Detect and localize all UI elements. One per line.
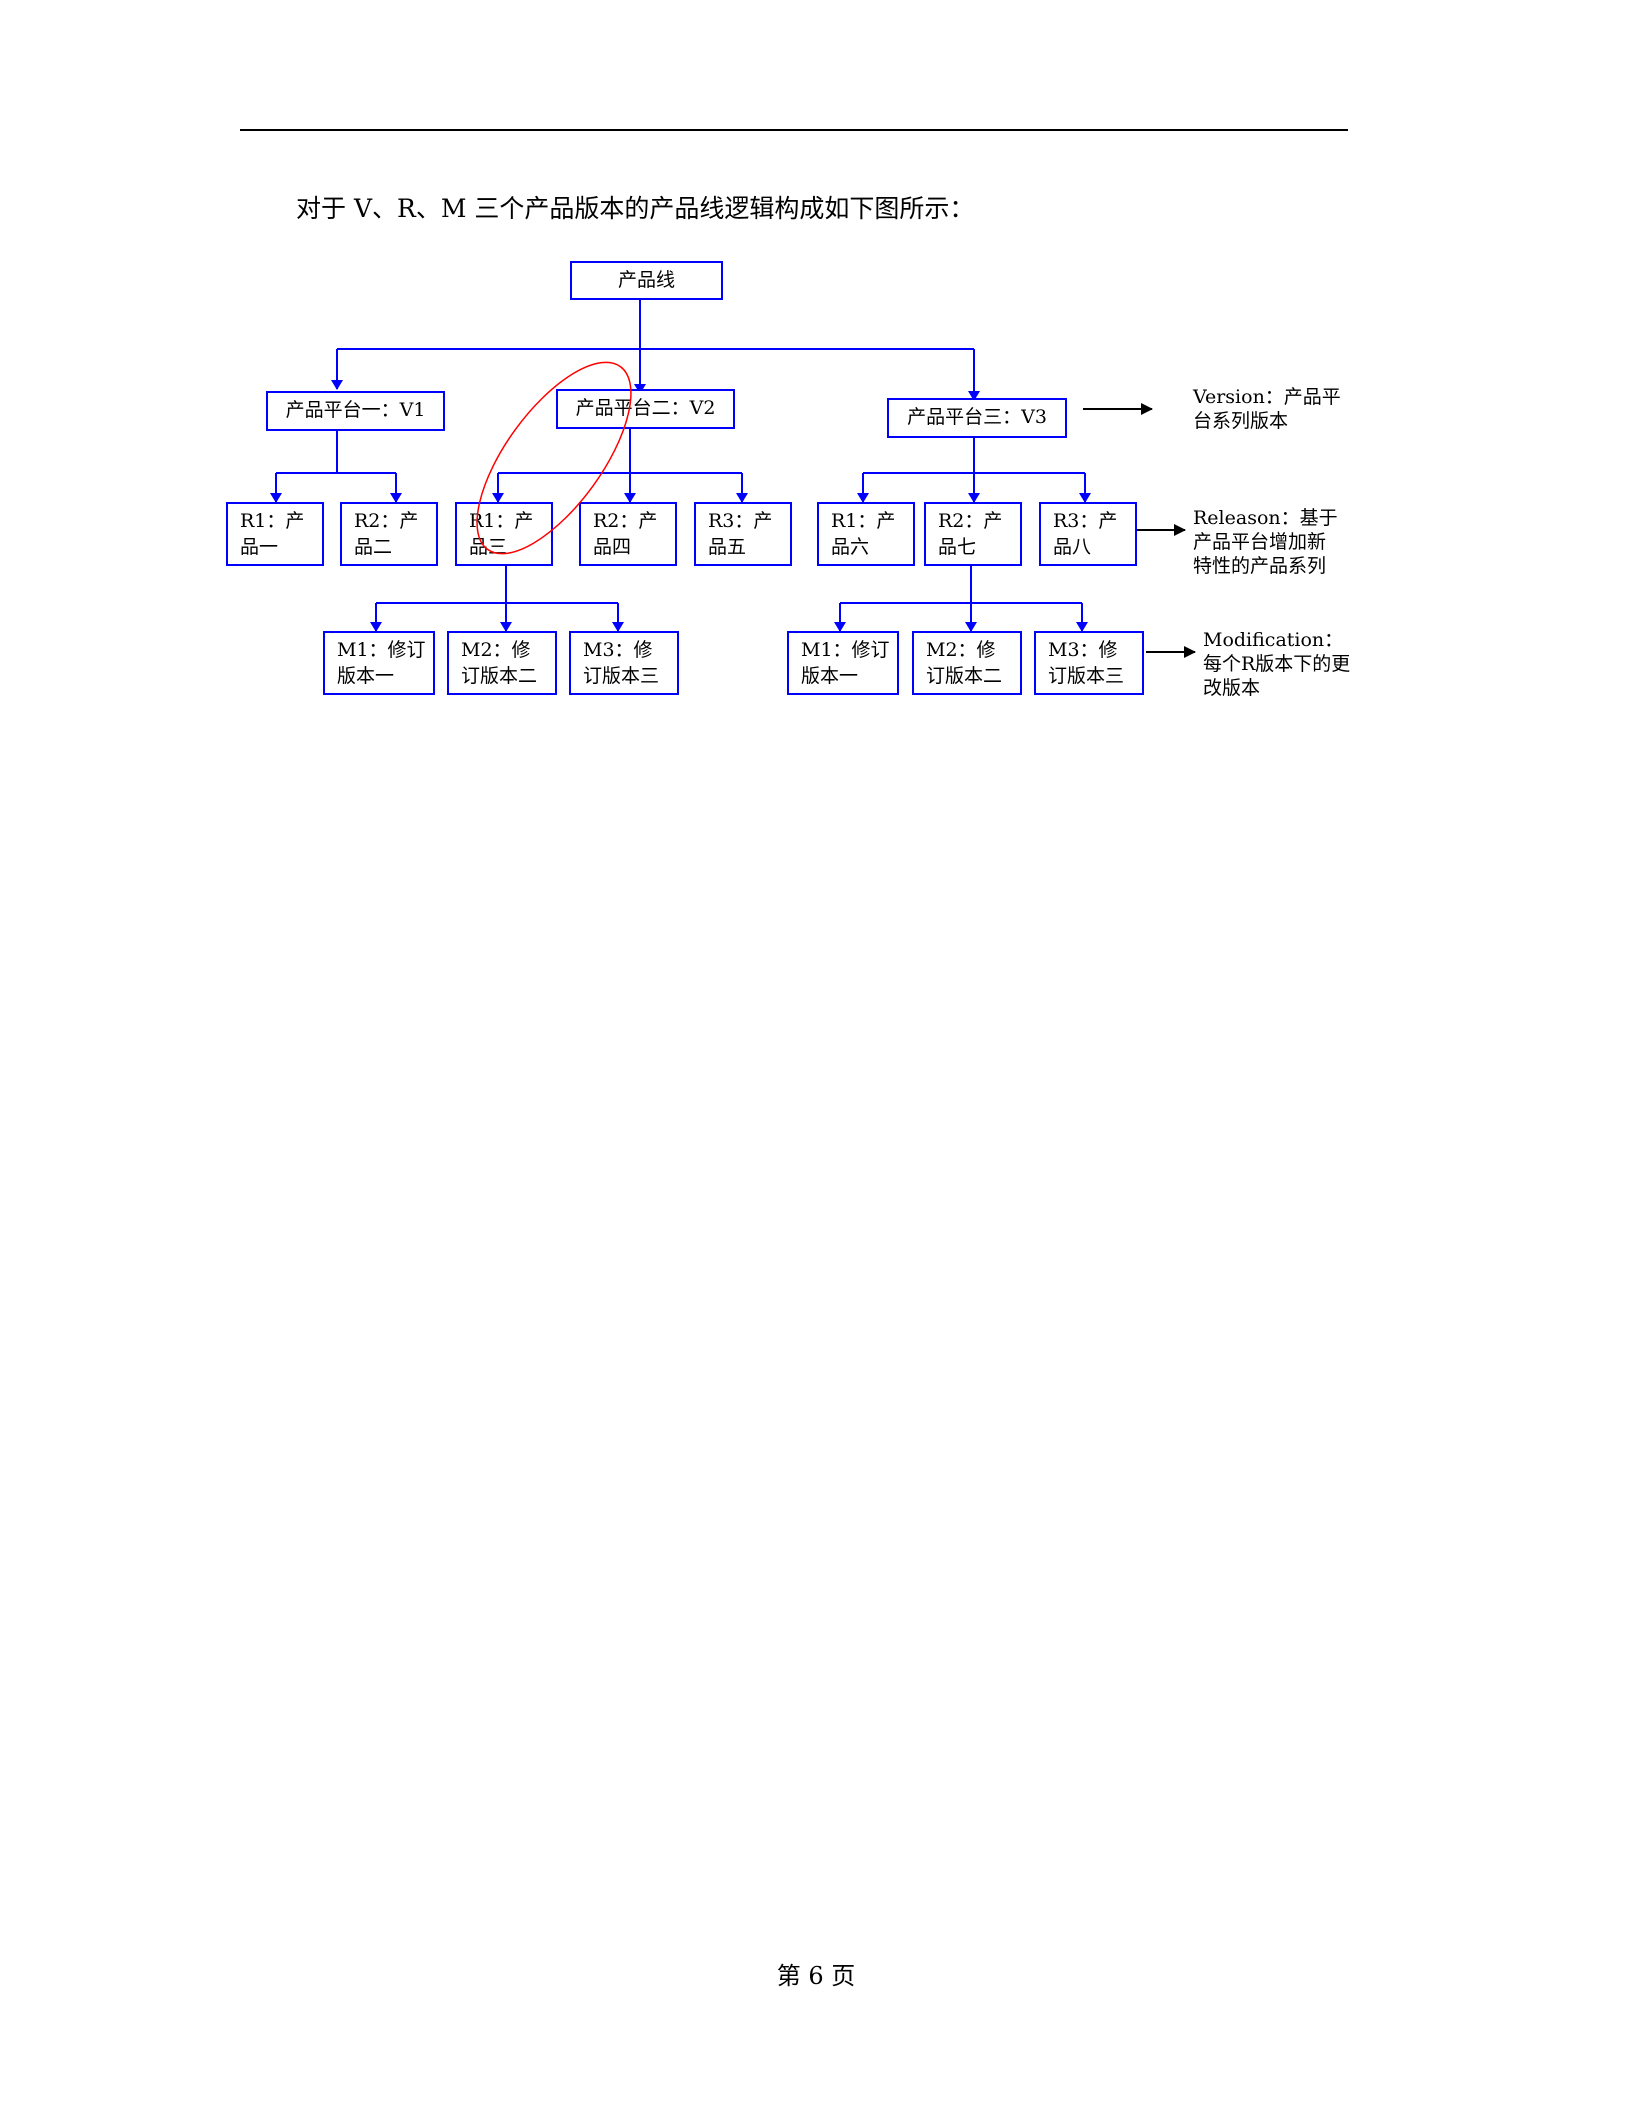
release-box: R2：产品七 — [924, 502, 1022, 566]
release-note: Releason：基于产品平台增加新特性的产品系列 — [1193, 507, 1338, 577]
modification-box: M2：修订版本二 — [447, 631, 557, 695]
note-arrows — [1083, 403, 1196, 658]
platform-box-v1: 产品平台一：V1 — [266, 391, 445, 431]
release-box: R2：产品二 — [340, 502, 438, 566]
intro-paragraph: 对于 V、R、M 三个产品版本的产品线逻辑构成如下图所示： — [296, 194, 975, 223]
release-box: R3：产品五 — [694, 502, 792, 566]
modification-box: M1：修订版本一 — [323, 631, 435, 695]
release-box: R3：产品八 — [1039, 502, 1137, 566]
header-rule — [240, 129, 1348, 131]
version-note: Version：产品平台系列版本 — [1193, 386, 1341, 432]
page-number: 第 6 页 — [776, 1962, 856, 1990]
modification-box: M3：修订版本三 — [1034, 631, 1144, 695]
modification-box: M2：修订版本二 — [912, 631, 1022, 695]
platform-box-v2: 产品平台二：V2 — [556, 389, 735, 429]
modification-note: Modification：每个R版本下的更改版本 — [1203, 629, 1351, 699]
release-box: R1：产品一 — [226, 502, 324, 566]
release-box: R1：产品三 — [455, 502, 553, 566]
connector-lines — [270, 299, 1091, 632]
release-box: R1：产品六 — [817, 502, 915, 566]
modification-box: M1：修订版本一 — [787, 631, 899, 695]
release-box: R2：产品四 — [579, 502, 677, 566]
modification-box: M3：修订版本三 — [569, 631, 679, 695]
product-line-root-box: 产品线 — [570, 261, 723, 300]
platform-box-v3: 产品平台三：V3 — [887, 398, 1067, 438]
